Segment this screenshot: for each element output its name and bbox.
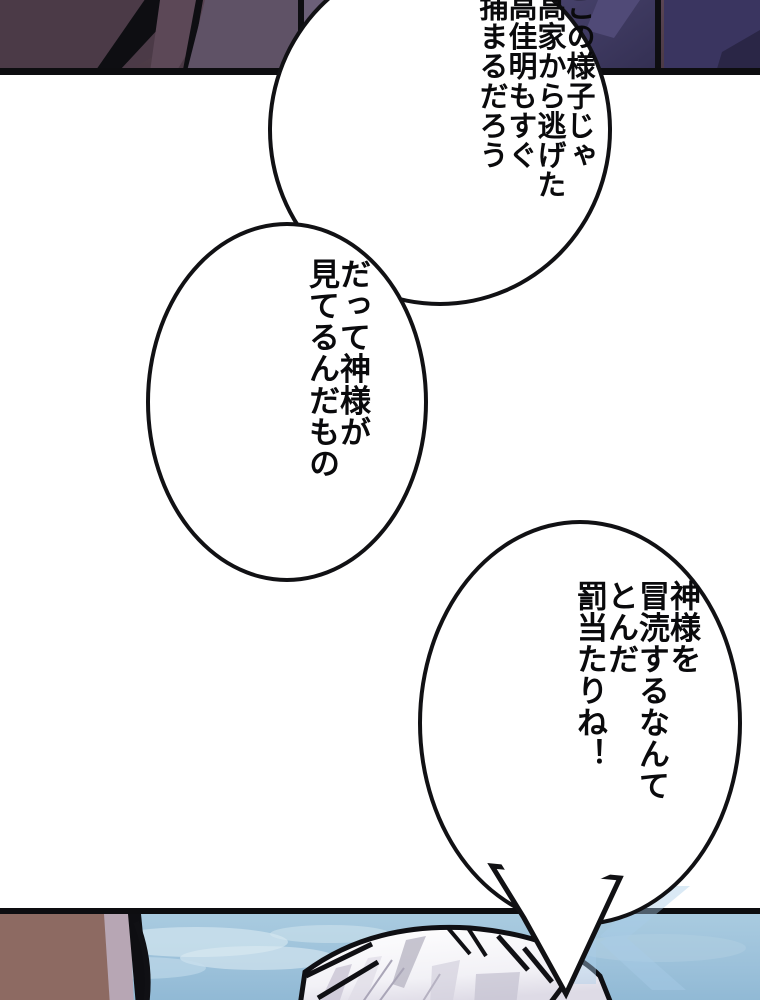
speech-bubble-bottom-tail (487, 862, 624, 1000)
bottom-panel-artwork (0, 914, 760, 1000)
speech-bubble-middle[interactable] (146, 222, 428, 582)
speech-bubble-bottom[interactable] (418, 520, 742, 926)
panel-bottom (0, 908, 760, 1000)
